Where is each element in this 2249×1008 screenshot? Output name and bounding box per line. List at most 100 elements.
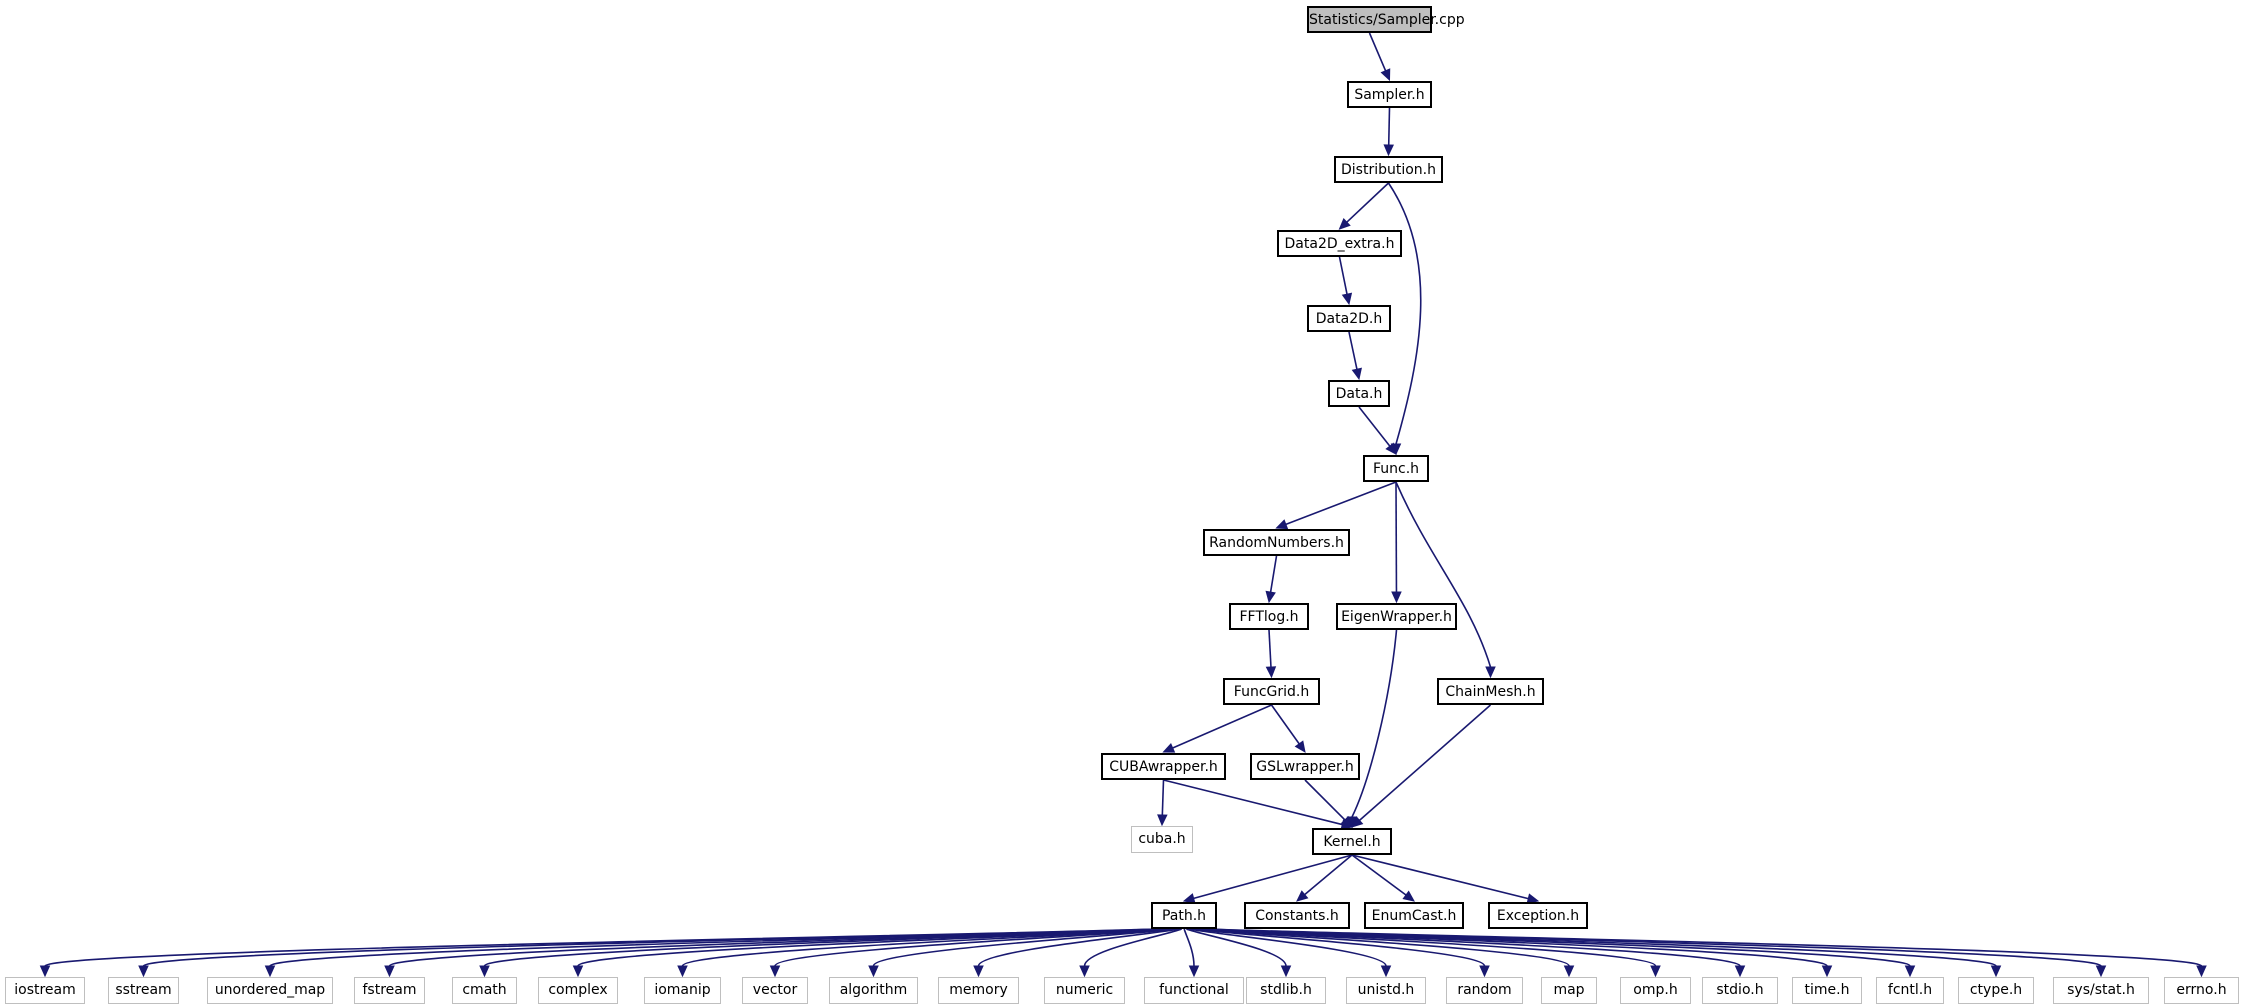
node-stdio-h: stdio.h (1702, 977, 1778, 1004)
node-sampler-h[interactable]: Sampler.h (1347, 81, 1432, 108)
edge-kernel_h-to-enumcast_h (1351, 854, 1407, 896)
arrowhead-cubawrapper_h-to-cuba_h (1157, 814, 1168, 827)
arrowhead-path_h-to-stdio_h (1734, 965, 1746, 978)
arrowhead-path_h-to-functional (1188, 965, 1200, 978)
arrowhead-path_h-to-iomanip (677, 965, 688, 978)
arrowhead-path_h-to-ctype_h (1990, 965, 2002, 978)
node-functional: functional (1144, 977, 1244, 1004)
node-fcntl-h: fcntl.h (1876, 977, 1944, 1004)
arrowhead-func_h-to-eigenwrapper_h (1391, 591, 1402, 604)
node-cubawrapper-h[interactable]: CUBAwrapper.h (1101, 753, 1226, 780)
node-time-h: time.h (1792, 977, 1862, 1004)
node-cmath: cmath (452, 977, 517, 1004)
arrowhead-path_h-to-map (1563, 965, 1575, 978)
node-chainmesh-h[interactable]: ChainMesh.h (1437, 678, 1544, 705)
edge-fftlog_h-to-funcgrid_h (1268, 629, 1272, 668)
arrowhead-data2d_extra_h-to-data2d_h (1341, 292, 1353, 306)
node-randomnumbers-h[interactable]: RandomNumbers.h (1203, 529, 1350, 556)
node-gslwrapper-h[interactable]: GSLwrapper.h (1250, 753, 1360, 780)
arrowhead-path_h-to-fstream (384, 965, 395, 978)
edge-path_h-to-algorithm (872, 928, 1177, 967)
arrowhead-data2d_h-to-data_h (1351, 367, 1362, 381)
node-funcgrid-h[interactable]: FuncGrid.h (1223, 678, 1320, 705)
edge-distribution_h-to-func_h (1387, 182, 1422, 445)
arrowhead-path_h-to-cmath (479, 965, 490, 978)
edge-gslwrapper_h-to-kernel_h (1304, 779, 1346, 821)
edge-kernel_h-to-exception_h (1351, 854, 1529, 900)
arrowhead-path_h-to-vector (769, 965, 781, 978)
node-eigenwrapper-h[interactable]: EigenWrapper.h (1336, 603, 1457, 630)
node-distribution-h[interactable]: Distribution.h (1334, 156, 1443, 183)
edge-data2d_h-to-data_h (1348, 331, 1358, 370)
arrowhead-data_h-to-func_h (1385, 442, 1397, 455)
node-vector: vector (742, 977, 808, 1004)
edge-func_h-to-chainmesh_h (1395, 481, 1492, 668)
edge-data_h-to-func_h (1358, 406, 1391, 447)
edge-data2d_extra_h-to-data2d_h (1338, 256, 1348, 295)
arrowhead-fftlog_h-to-funcgrid_h (1265, 666, 1277, 679)
arrowhead-path_h-to-random (1479, 965, 1490, 978)
node-stdlib-h: stdlib.h (1246, 977, 1326, 1004)
arrowhead-kernel_h-to-constants_h (1296, 890, 1309, 902)
node-sampler-cpp: Statistics/Sampler.cpp (1307, 6, 1465, 33)
edge-distribution_h-to-data2d_extra_h (1346, 182, 1390, 223)
edge-kernel_h-to-path_h (1193, 854, 1353, 900)
edge-chainmesh_h-to-kernel_h (1358, 704, 1492, 821)
node-enumcast-h[interactable]: EnumCast.h (1364, 902, 1464, 929)
node-random: random (1446, 977, 1523, 1004)
arrowhead-path_h-to-omp_h (1650, 965, 1661, 978)
edge-kernel_h-to-constants_h (1304, 854, 1353, 896)
edge-eigenwrapper_h-to-kernel_h (1351, 629, 1398, 818)
edge-randomnumbers_h-to-fftlog_h (1269, 555, 1278, 593)
node-sstream: sstream (108, 977, 179, 1004)
node-iomanip: iomanip (644, 977, 721, 1004)
node-memory: memory (938, 977, 1019, 1004)
arrowhead-funcgrid_h-to-gslwrapper_h (1294, 740, 1306, 753)
node-cuba-h: cuba.h (1131, 826, 1193, 853)
edge-funcgrid_h-to-gslwrapper_h (1270, 704, 1300, 745)
node-numeric: numeric (1044, 977, 1125, 1004)
arrowhead-path_h-to-sys_stat_h (2095, 965, 2107, 978)
edge-path_h-to-numeric (1083, 928, 1182, 967)
edge-func_h-to-randomnumbers_h (1285, 481, 1397, 526)
arrowhead-kernel_h-to-path_h (1182, 893, 1196, 904)
node-constants-h[interactable]: Constants.h (1244, 902, 1350, 929)
arrowhead-kernel_h-to-exception_h (1526, 893, 1540, 904)
edge-path_h-to-memory (977, 928, 1180, 967)
edge-path_h-to-unistd_h (1188, 928, 1387, 967)
node-exception-h[interactable]: Exception.h (1488, 902, 1588, 929)
edge-path_h-to-errno_h (1207, 928, 2203, 967)
arrowhead-distribution_h-to-data2d_extra_h (1338, 217, 1351, 230)
node-data2d-extra-h[interactable]: Data2D_extra.h (1277, 230, 1402, 257)
arrowhead-funcgrid_h-to-cubawrapper_h (1162, 742, 1176, 753)
arrowhead-chainmesh_h-to-kernel_h (1351, 816, 1364, 828)
arrowhead-path_h-to-algorithm (868, 965, 879, 978)
node-path-h[interactable]: Path.h (1151, 902, 1217, 929)
node-fftlog-h[interactable]: FFTlog.h (1229, 603, 1309, 630)
node-unordered-map: unordered_map (207, 977, 333, 1004)
edge-path_h-to-functional (1183, 928, 1195, 967)
node-kernel-h[interactable]: Kernel.h (1312, 828, 1392, 855)
node-data2d-h[interactable]: Data2D.h (1307, 305, 1391, 332)
edge-cubawrapper_h-to-kernel_h (1163, 779, 1343, 826)
node-complex: complex (538, 977, 618, 1004)
node-data-h[interactable]: Data.h (1328, 380, 1390, 407)
node-fstream: fstream (354, 977, 425, 1004)
arrowhead-sampler_cpp-to-sampler_h (1380, 68, 1391, 82)
arrowhead-path_h-to-complex (572, 965, 584, 978)
node-errno-h: errno.h (2164, 977, 2239, 1004)
node-func-h[interactable]: Func.h (1363, 455, 1429, 482)
arrowhead-func_h-to-randomnumbers_h (1275, 519, 1289, 530)
edge-sampler_cpp-to-sampler_h (1368, 32, 1387, 72)
node-omp-h: omp.h (1620, 977, 1691, 1004)
edge-path_h-to-vector (774, 928, 1175, 967)
arrowhead-path_h-to-memory (973, 965, 984, 978)
edge-cubawrapper_h-to-cuba_h (1161, 779, 1165, 816)
arrowhead-path_h-to-sstream (138, 965, 149, 978)
node-map: map (1541, 977, 1597, 1004)
node-ctype-h: ctype.h (1958, 977, 2034, 1004)
arrowhead-randomnumbers_h-to-fftlog_h (1265, 590, 1276, 604)
arrowhead-path_h-to-fcntl_h (1904, 965, 1916, 978)
